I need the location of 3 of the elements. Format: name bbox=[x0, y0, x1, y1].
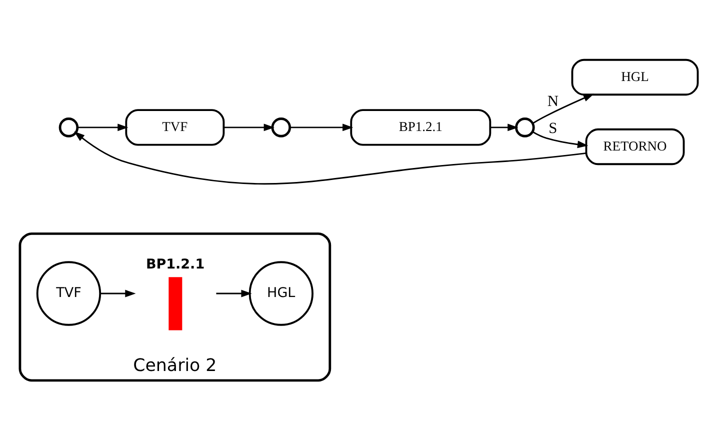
node-label: BP1.2.1 bbox=[146, 256, 205, 273]
edge-label: S bbox=[548, 120, 558, 138]
edge-label: N bbox=[547, 93, 559, 110]
